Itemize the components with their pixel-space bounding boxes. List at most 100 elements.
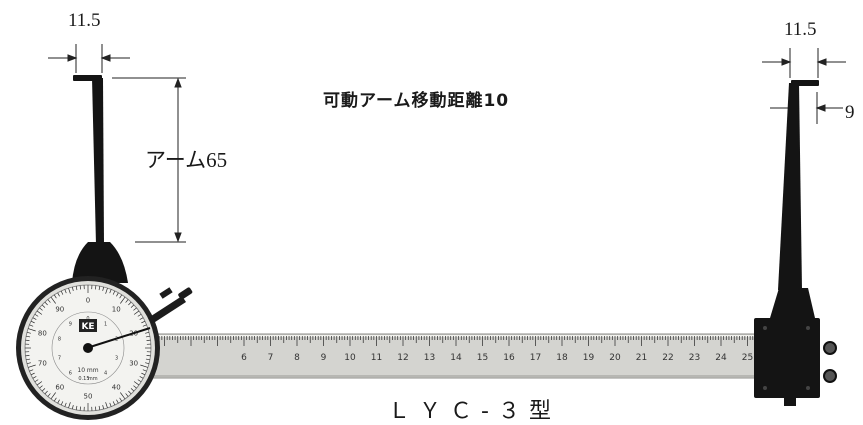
right-movable-arm [754, 80, 837, 406]
dial-tick [146, 339, 151, 341]
dial-tick [112, 401, 116, 406]
dial-tick [68, 287, 71, 294]
dial-tick [39, 385, 43, 389]
ruler-number: 12 [397, 353, 408, 363]
dial-tick [119, 397, 123, 402]
ruler-number: 10 [344, 353, 356, 363]
ruler-number: 7 [268, 353, 274, 363]
dial-tick [32, 317, 37, 320]
right-arm-offset-label: 9 [845, 102, 855, 123]
dial-tick [133, 310, 140, 315]
dial-tick [139, 317, 144, 320]
dial-tick [133, 307, 137, 311]
dial-inner-number: 6 [69, 370, 72, 376]
dial-tick [109, 289, 112, 294]
dial-tick [50, 392, 56, 400]
dial-logo: KE [81, 322, 94, 332]
dial-tick [27, 364, 36, 368]
ruler-number: 16 [503, 353, 515, 363]
dial-tick [109, 402, 112, 407]
dial-tick [137, 313, 142, 317]
movable-arm-distance-label: 可動アーム移動距離10 [323, 91, 510, 111]
arm-length-label: アーム65 [145, 148, 228, 172]
dial-tick [102, 286, 105, 291]
ruler-number: 23 [689, 353, 700, 363]
dial-outer-number: 0 [86, 297, 90, 305]
dial-inner-number: 4 [104, 370, 107, 376]
ruler-number: 17 [530, 353, 541, 363]
ruler-number: 20 [609, 353, 621, 363]
dial-outer-number: 60 [55, 383, 64, 391]
dial-tick [36, 381, 43, 386]
dial-logo-box [79, 319, 97, 332]
dial-tick [53, 397, 57, 402]
dial-tick [44, 390, 48, 395]
dial-tick [128, 390, 132, 395]
dial-tick [120, 392, 126, 400]
dial-tick [39, 307, 43, 311]
dial-tick [29, 324, 34, 327]
dial-tick [60, 290, 64, 295]
dial-tick [141, 320, 146, 324]
lever-knob [148, 287, 193, 324]
dial-inner-number: 7 [58, 355, 61, 361]
dial-range-text: 10 mm [77, 367, 98, 374]
dial-tick [116, 292, 119, 297]
dial-tick [34, 313, 39, 317]
dial-tick [27, 328, 36, 332]
dial-inner-number: 8 [58, 337, 61, 343]
dial-tick [53, 294, 57, 299]
dial-tick [130, 388, 135, 392]
dial-tick [41, 388, 46, 392]
dial-inner-number: 9 [69, 322, 72, 328]
dial-tick [25, 339, 30, 341]
dial-outer-number: 10 [112, 306, 121, 314]
left-fixed-arm [72, 75, 128, 283]
dial-tick [105, 287, 108, 294]
dial-tick [79, 406, 81, 411]
dial-tick [29, 369, 34, 372]
ruler-number: 8 [294, 353, 300, 363]
dial-tick [75, 286, 78, 291]
dial-inner-number: 3 [115, 355, 118, 361]
ruler-number: 21 [636, 353, 647, 363]
dial-tick [26, 335, 31, 338]
dial-tick [102, 405, 105, 410]
dial-tick [142, 324, 147, 327]
dial-tick [26, 362, 31, 365]
dial-tick [139, 376, 144, 379]
ruler-number: 22 [662, 353, 673, 363]
left-arm-width-label: 11.5 [68, 10, 101, 31]
dial-tick [30, 320, 35, 324]
dial-tick [64, 402, 67, 407]
dial-tick [128, 301, 132, 306]
dial-tick [57, 399, 60, 404]
dial-tick [57, 292, 60, 297]
ruler-number: 11 [371, 353, 382, 363]
dial-outer-number: 30 [129, 359, 138, 367]
right-arm-width-label: 11.5 [784, 19, 817, 40]
dial-outer-number: 90 [55, 306, 64, 314]
dial-tick [30, 372, 35, 376]
dial-tick [26, 358, 31, 361]
dial-tick [32, 376, 37, 379]
dial-tick [79, 285, 81, 290]
dial-tick [36, 310, 43, 315]
dial-tick [75, 405, 78, 410]
dial-tick [112, 290, 116, 295]
dial-tick [60, 401, 64, 406]
dial-inner-number: 1 [104, 322, 107, 328]
dial-tick [140, 364, 149, 368]
dial-tick [98, 405, 101, 410]
left-width-dimension-lines [48, 44, 130, 73]
arm-length-dimension-lines [112, 77, 186, 243]
ruler-number: 25 [742, 353, 753, 363]
right-width-dimension-lines [762, 48, 846, 78]
dial-tick [26, 331, 31, 334]
dial-inner-number: 5 [86, 376, 89, 382]
dial-tick [125, 393, 129, 397]
dial-tick [120, 296, 126, 304]
dial-outer-number: 50 [84, 393, 93, 401]
dial-tick [44, 301, 48, 306]
